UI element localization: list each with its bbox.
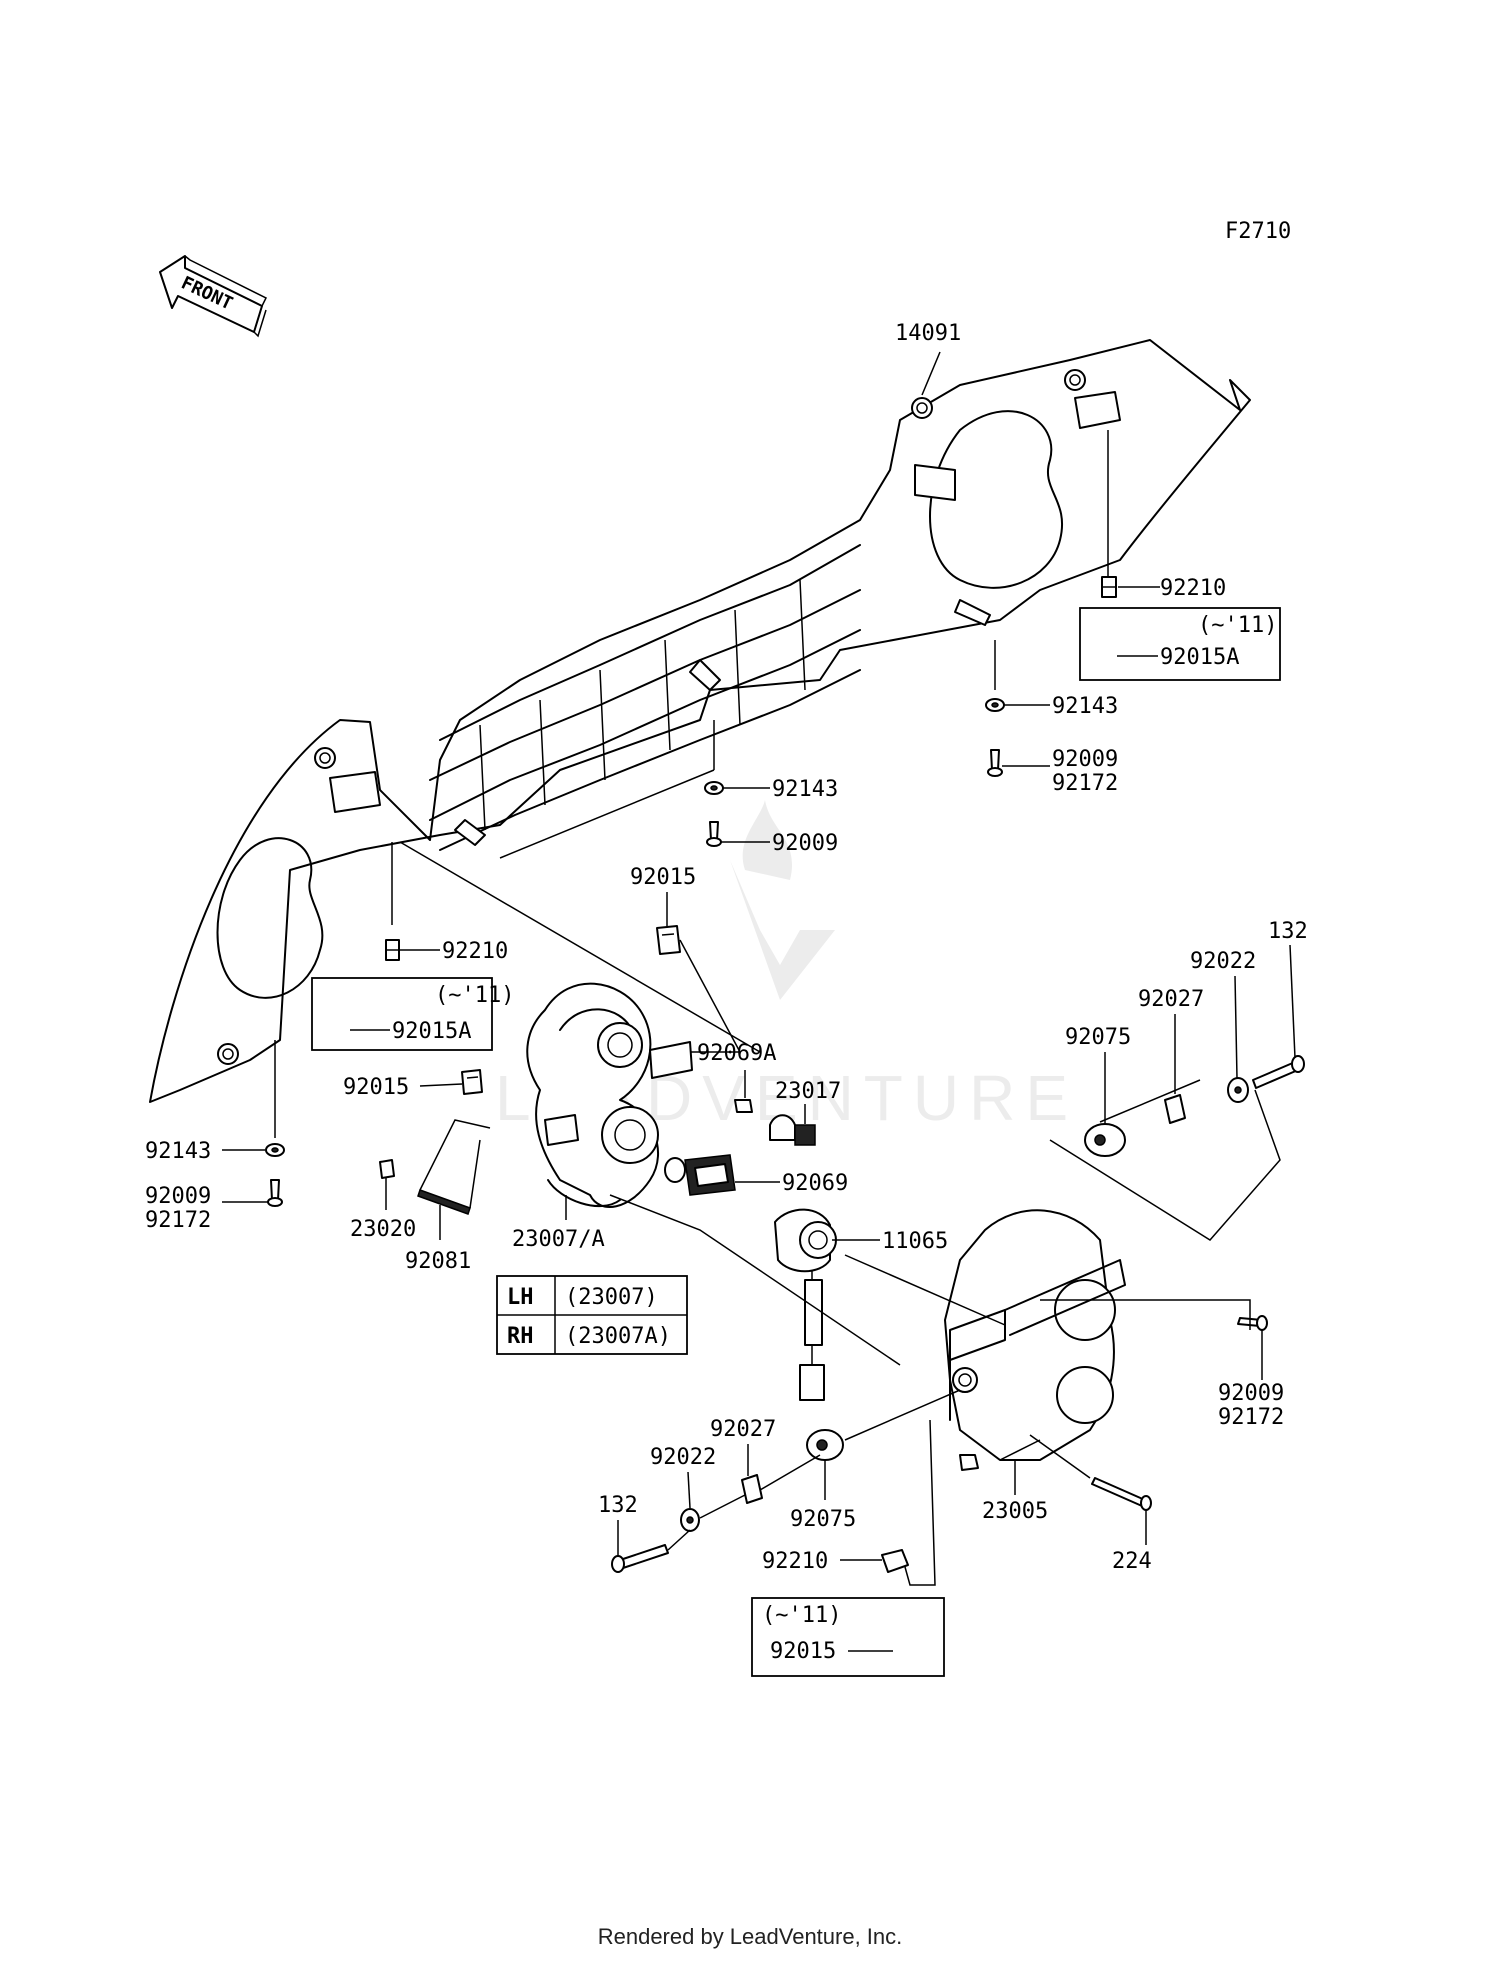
label-92009-center: 92009 [772, 831, 838, 856]
label-23017: 23017 [775, 1079, 841, 1104]
footer-credit: Rendered by LeadVenture, Inc. [597, 1924, 903, 1949]
label-92015-upper: 92015 [630, 865, 696, 890]
leader-lines-lower [609, 1079, 1281, 1586]
label-92172-left: 92172 [145, 1208, 211, 1233]
label-92022-low: 92022 [650, 1445, 716, 1470]
label-224: 224 [1112, 1549, 1152, 1574]
fasteners-lower [611, 1055, 1305, 1663]
label-92172-right: 92172 [1052, 771, 1118, 796]
socket-11065 [774, 1208, 837, 1401]
label-92075-low: 92075 [790, 1507, 856, 1532]
note-box-right [1079, 607, 1281, 681]
label-92027-right: 92027 [1138, 987, 1204, 1012]
housing-23005 [944, 1209, 1126, 1471]
label-92022-right: 92022 [1190, 949, 1256, 974]
label-14091: 14091 [895, 321, 961, 346]
headlight-23007-assembly [526, 982, 816, 1208]
label-23005: 23005 [982, 1499, 1048, 1524]
note-upto11-right: (~'11) [1198, 613, 1277, 638]
label-92210-left: 92210 [442, 939, 508, 964]
label-92143-center: 92143 [772, 777, 838, 802]
label-92143-right: 92143 [1052, 694, 1118, 719]
clip-92015-left [461, 1069, 483, 1095]
label-92081: 92081 [405, 1249, 471, 1274]
side-table-row-1-part: (23007A) [565, 1324, 671, 1349]
label-92009-right: 92009 [1052, 747, 1118, 772]
label-92015-low: 92015 [770, 1639, 836, 1664]
labels: 14091 92210 (~'11) 92015A 92143 92009 92… [145, 321, 1308, 1677]
label-92143-left: 92143 [145, 1139, 211, 1164]
note-box-left [311, 977, 493, 1051]
label-92027-low: 92027 [710, 1417, 776, 1442]
figure-code: F2710 [1225, 219, 1291, 244]
label-23007A: 23007/A [512, 1227, 605, 1252]
label-92015-left: 92015 [343, 1075, 409, 1100]
label-23020: 23020 [350, 1217, 416, 1242]
adjuster-parts [379, 1119, 491, 1215]
label-132-low: 132 [598, 1493, 638, 1518]
side-table: LH (23007) RH (23007A) [496, 1275, 688, 1355]
cover-14091 [149, 339, 1251, 1103]
side-table-row-0-side: LH [507, 1285, 534, 1310]
label-11065: 11065 [882, 1229, 948, 1254]
front-arrow-icon: FRONT [159, 255, 268, 338]
label-92069: 92069 [782, 1171, 848, 1196]
label-92015A-left: 92015A [392, 1019, 471, 1044]
side-table-row-1-side: RH [507, 1324, 534, 1349]
label-92210-right: 92210 [1160, 576, 1226, 601]
leader-lines-upper [274, 351, 1109, 1138]
label-92009-lowright: 92009 [1218, 1381, 1284, 1406]
label-92172-lowright: 92172 [1218, 1405, 1284, 1430]
label-92210-low: 92210 [762, 1549, 828, 1574]
note-box-low [751, 1597, 945, 1677]
side-table-row-0-part: (23007) [565, 1285, 658, 1310]
label-92069A: 92069A [697, 1041, 776, 1066]
label-132-right: 132 [1268, 919, 1308, 944]
label-92075-right: 92075 [1065, 1025, 1131, 1050]
label-92015A-right: 92015A [1160, 645, 1239, 670]
note-upto11-left: (~'11) [435, 983, 514, 1008]
label-92009-left: 92009 [145, 1184, 211, 1209]
note-upto11-low: (~'11) [762, 1603, 841, 1628]
